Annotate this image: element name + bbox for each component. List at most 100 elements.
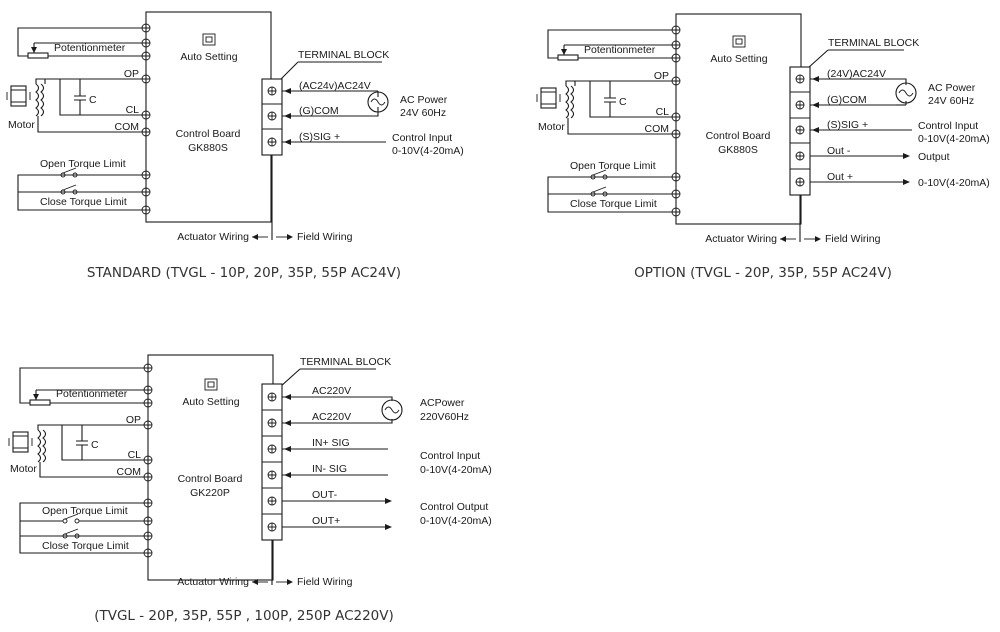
actuator-wiring-label: Actuator Wiring xyxy=(177,576,249,588)
pin-terminal-icon xyxy=(141,38,151,48)
pin-terminal-icon xyxy=(143,455,153,465)
pin-terminal-icon xyxy=(143,548,153,558)
input-label-1: Control Input xyxy=(420,450,480,462)
auto-setting-icon xyxy=(204,378,218,391)
auto-setting-label: Auto Setting xyxy=(710,53,767,65)
resistor-icon xyxy=(29,399,51,406)
terminal-block-label: TERMINAL BLOCK xyxy=(298,49,389,61)
control-board-box xyxy=(675,13,802,225)
capacitor-icon xyxy=(76,425,88,460)
pin-terminal-icon xyxy=(143,385,153,395)
pin-terminal-icon xyxy=(671,53,681,63)
pin-terminal-icon xyxy=(141,187,151,197)
terminal-label-2: AC220V xyxy=(312,411,351,423)
terminal-label-6: OUT+ xyxy=(312,515,340,527)
pin-terminal-icon xyxy=(141,170,151,180)
pin-terminal-icon xyxy=(143,498,153,508)
pin-terminal-icon xyxy=(671,172,681,182)
arrow-left-icon xyxy=(284,420,291,426)
wiper-arrow-icon xyxy=(561,49,567,55)
terminal-label-5: Out + xyxy=(827,171,853,183)
open-torque-label: Open Torque Limit xyxy=(570,160,656,172)
pin-terminal-icon xyxy=(143,472,153,482)
arrow-left-icon xyxy=(812,102,819,108)
field-wiring-label: Field Wiring xyxy=(825,233,881,245)
arrow-left-icon xyxy=(284,88,291,94)
pin-terminal-icon xyxy=(143,363,153,373)
ac-source-icon xyxy=(381,399,403,421)
pin-terminal-icon xyxy=(671,189,681,199)
close-torque-label: Close Torque Limit xyxy=(40,196,127,208)
pin-terminal-icon xyxy=(671,129,681,139)
resistor-icon xyxy=(27,52,49,59)
diagram-ac220v: Auto Setting Control Board GK220P Potent… xyxy=(8,354,492,624)
auto-setting-label: Auto Setting xyxy=(180,51,237,63)
potentiometer-label: Potentionmeter xyxy=(54,42,126,54)
potentiometer-label: Potentionmeter xyxy=(56,388,128,400)
pin-terminal-icon xyxy=(671,40,681,50)
terminal-block-label: TERMINAL BLOCK xyxy=(300,356,391,368)
diagram-option: Auto Setting Control Board GK880S Potent… xyxy=(536,13,990,281)
power-label-2: 24V 60Hz xyxy=(400,107,446,119)
capacitor-label: C xyxy=(91,439,99,451)
input-label-2: 0-10V(4-20mA) xyxy=(392,145,464,157)
board-name-line1: Control Board xyxy=(176,128,241,140)
close-torque-label: Close Torque Limit xyxy=(570,198,657,210)
arrow-left-icon xyxy=(252,579,258,585)
motor-icon xyxy=(6,85,31,107)
output-label-1: Control Output xyxy=(420,501,488,513)
terminal-label-1: (24V)AC24V xyxy=(827,68,886,80)
pin-terminal-icon xyxy=(143,531,153,541)
close-torque-switch-icon xyxy=(62,528,80,539)
resistor-icon xyxy=(557,54,579,61)
auto-setting-label: Auto Setting xyxy=(182,396,239,408)
arrow-left-icon xyxy=(780,236,786,242)
arrow-left-icon xyxy=(284,394,291,400)
terminal-label-3: IN+ SIG xyxy=(312,437,350,449)
potentiometer-wire xyxy=(17,27,142,57)
pin-terminal-icon xyxy=(141,74,151,84)
arrow-right-icon xyxy=(385,498,392,504)
actuator-wiring-label: Actuator Wiring xyxy=(705,233,777,245)
pin-terminal-icon xyxy=(141,23,151,33)
output-label-2: 0-10V(4-20mA) xyxy=(420,515,492,527)
terminal-label-1: (AC24v)AC24V xyxy=(299,80,371,92)
com-label: COM xyxy=(115,121,140,133)
pin-terminal-icon xyxy=(143,420,153,430)
capacitor-label: C xyxy=(89,94,97,106)
power-label-2: 220V60Hz xyxy=(420,411,469,423)
cl-label: CL xyxy=(126,104,140,116)
pin-terminal-icon xyxy=(143,516,153,526)
arrow-left-icon xyxy=(812,76,819,82)
terminal-label-1: AC220V xyxy=(312,385,351,397)
open-torque-switch-icon xyxy=(60,167,78,178)
pin-terminal-icon xyxy=(671,207,681,217)
terminal-label-5: OUT- xyxy=(312,489,338,501)
ac-source-icon xyxy=(367,91,389,113)
potentiometer-wire xyxy=(19,367,144,404)
board-name-line1: Control Board xyxy=(178,473,243,485)
com-label: COM xyxy=(117,466,142,478)
arrow-left-icon xyxy=(284,446,291,452)
open-torque-switch-icon xyxy=(590,169,608,180)
actuator-wiring-label: Actuator Wiring xyxy=(177,231,249,243)
terminal-label-2: (G)COM xyxy=(299,105,339,117)
control-board-box xyxy=(147,354,274,581)
board-name-line2: GK880S xyxy=(188,142,228,154)
pin-terminal-icon xyxy=(141,51,151,61)
cl-label: CL xyxy=(128,449,142,461)
ac-source-icon xyxy=(895,82,917,104)
pin-terminal-icon xyxy=(141,110,151,120)
arrow-right-icon xyxy=(287,234,293,240)
arrow-right-icon xyxy=(903,179,910,185)
op-label: OP xyxy=(654,70,669,82)
board-name-line2: GK880S xyxy=(718,144,758,156)
capacitor-icon xyxy=(604,81,616,117)
op-label: OP xyxy=(126,414,141,426)
arrow-right-icon xyxy=(385,524,392,530)
field-wiring-label: Field Wiring xyxy=(297,576,353,588)
pin-terminal-icon xyxy=(143,398,153,408)
diagram-standard: Auto Setting Control Board GK880S Potent… xyxy=(6,11,464,281)
